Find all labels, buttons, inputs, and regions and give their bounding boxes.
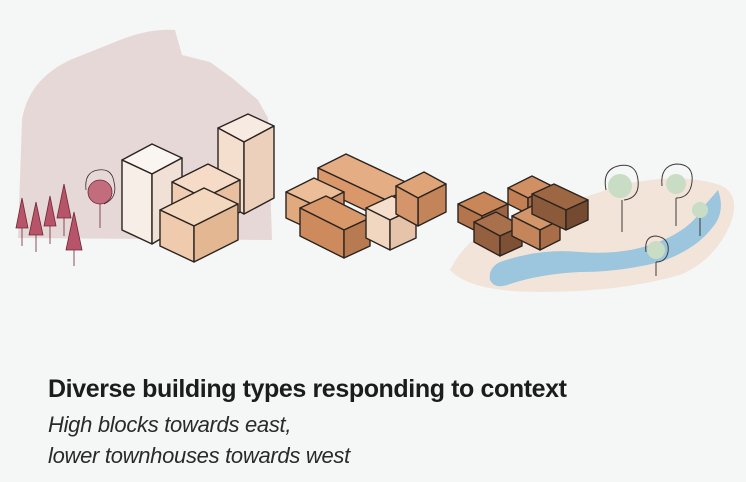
caption-subtitle-line-1: High blocks towards east, <box>48 412 292 437</box>
green-tree-icon <box>692 202 708 236</box>
red-tree-icon <box>56 183 72 236</box>
green-tree-icon <box>661 163 693 226</box>
building-block-icon <box>531 183 589 231</box>
red-tree-icon <box>65 211 83 266</box>
context-illustration <box>15 29 735 292</box>
townhouses-group <box>457 175 589 257</box>
red-tree-icon <box>15 197 29 246</box>
building-block-icon <box>511 205 561 251</box>
building-block-icon <box>159 187 239 263</box>
red-tree-icon <box>87 179 113 228</box>
red-tree-icon <box>28 201 44 252</box>
caption-subtitle-line-2: lower townhouses towards west <box>48 443 350 468</box>
building-block-icon <box>217 113 275 215</box>
caption-title: Diverse building types responding to con… <box>48 375 567 403</box>
red-tree-icon <box>43 195 57 244</box>
green-tree-icon <box>645 235 669 276</box>
round-tree-outline <box>85 169 116 205</box>
river-icon <box>489 190 721 287</box>
building-block-icon <box>395 171 447 227</box>
courtyard-block-group <box>285 153 447 259</box>
red-trees <box>15 169 116 266</box>
high-blocks-group <box>121 113 275 263</box>
green-trees <box>604 163 708 276</box>
building-block-icon <box>365 195 417 251</box>
green-tree-icon <box>604 164 639 232</box>
